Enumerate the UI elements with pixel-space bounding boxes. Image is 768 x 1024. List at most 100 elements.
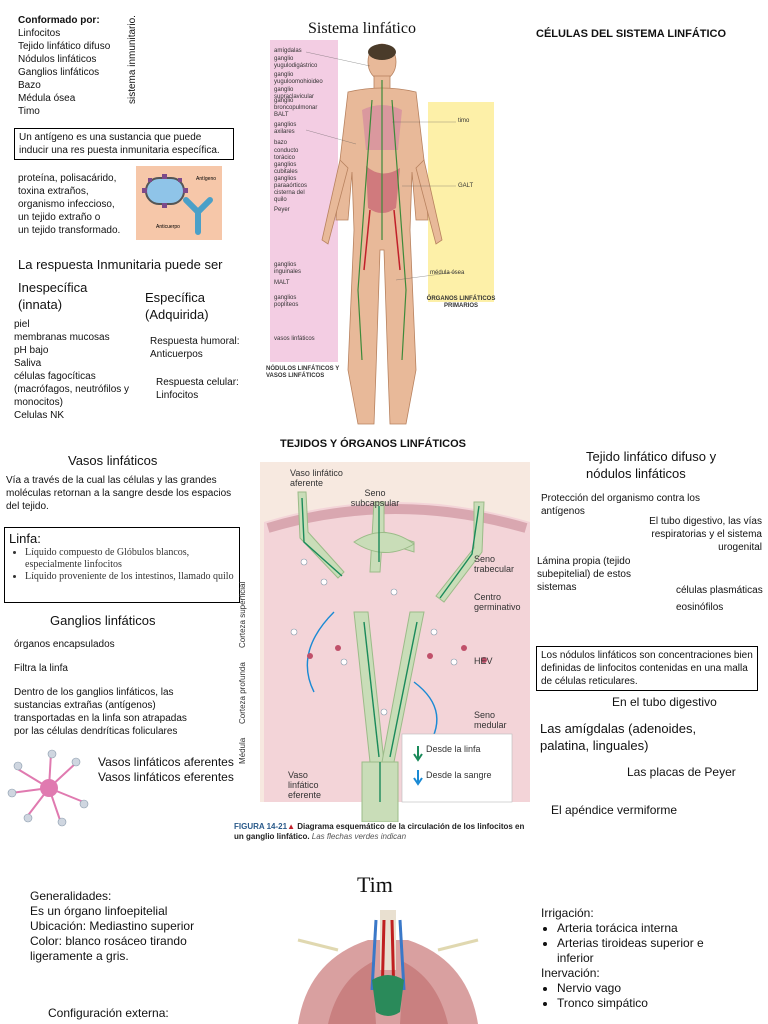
generalidades-item: Es un órgano linfoepitelial [30,904,168,918]
eosinofilos: eosinófilos [676,602,724,613]
difuso-title: Tejido linfático difuso y nódulos linfát… [586,449,717,481]
vaso-aferente-label: Vaso linfático aferente [290,468,343,488]
linfa-item: Líquido proveniente de los intestinos, l… [25,571,235,583]
proteccion: Protección del organismo contra los antí… [541,493,700,517]
linfa-box: Linfa: Líquido compuesto de Glóbulos bla… [4,527,240,603]
sl-label: ganglio supraclavicular [274,87,315,100]
amigdalas: Las amígdalas (adenoides, palatina, ling… [540,721,697,753]
dendritic-cell-image [6,748,92,828]
celular: Respuesta celular: Linfocitos [156,377,239,401]
sistema-linfatico-figure: amígdalas ganglio yugulodigástrico gangl… [266,40,498,432]
inervacion-item: Nervio vago [557,981,741,996]
caption-number: FIGURA 14-21 [234,822,288,831]
inervacion-title: Inervación: [541,966,600,980]
sl-label: amígdalas [274,48,302,54]
vasos-title: Vasos linfáticos [68,453,158,468]
conformado-item: Ganglios linfáticos [18,67,100,78]
lamina-propia: Lámina propia (tejido subepitelial) de e… [537,556,631,593]
sl-label: bazo [274,140,288,146]
galt-label: GALT [458,183,474,189]
irrigacion-title: Irrigación: [541,906,594,920]
sl-label: cisterna del quilo [274,190,305,203]
figure-caption: FIGURA 14-21▲ Diagrama esquemático de la… [234,822,525,841]
desde-sangre-label: Desde la sangre [426,770,492,780]
desde-linfa-label: Desde la linfa [426,744,481,754]
sl-label: ganglios cubitales [274,162,298,175]
configuracion: Configuración externa: [48,1006,169,1020]
inespecifica-title: Inespecífica (innata) [18,280,88,312]
seno-medular-label: Seno medular [474,710,507,730]
sistema-title: Sistema linfático [308,20,416,37]
medula-label-fig: Médula [238,737,247,764]
antigeno-list-item: un tejido transformado. [18,225,121,236]
conformado-title: Conformado por: [18,15,100,26]
conformado-item: Linfocitos [18,28,61,39]
linfa-item: Líquido compuesto de Glóbulos blancos, e… [25,547,235,571]
conformado-item: Tejido linfático difuso [18,41,111,52]
ganglios-title: Ganglios linfáticos [50,613,156,628]
ganglio-figure: Vaso linfático aferente Seno subcapsular… [234,462,530,850]
caption-text: Diagrama esquemático de la circulación d… [234,822,525,841]
caption-italic: Las flechas verdes indican [309,832,407,841]
inervacion-item: Tronco simpático [557,996,741,1011]
inespecifica-list: piel membranas mucosas pH bajo Saliva cé… [14,318,139,422]
sl-label: ganglio yuguloomohioideo [274,72,323,85]
conformado-block: Conformado por: Linfocitos Tejido linfát… [18,14,128,118]
irrigacion-item: Arteria torácica interna [557,921,741,936]
antigeno-list-item: toxina extraños, [18,186,89,197]
seno-subcapsular-label: Seno subcapsular [350,488,400,508]
centro-germinativo-label: Centro germinativo [474,592,521,612]
medula-label: médula ósea [430,270,465,276]
sl-label: MALT [274,280,290,286]
antigeno-list-item: proteína, polisacárido, [18,173,117,184]
aferentes: Vasos linfáticos aferentes [98,755,234,769]
anticuerpo-img-label: Anticuerpo [156,224,180,230]
vasos-desc: Vía a través de la cual las células y la… [6,475,232,512]
nodulos-definition: Los nódulos linfáticos son concentracion… [536,646,758,691]
tubo-digestivo: En el tubo digestivo [612,695,717,709]
corteza-prof-label: Corteza profunda [238,662,247,724]
sl-label: Peyer [274,207,290,213]
inespecifica-item: células fagocíticas (macrófagos, neutróf… [14,371,130,408]
nodulos-label: NÓDULOS LINFÁTICOS Y VASOS LINFÁTICOS [266,366,340,379]
sl-label: ganglios inguinales [274,262,302,275]
sl-label: ganglios paraaórticos [274,176,308,189]
antigeno-list: proteína, polisacárido, toxina extraños,… [18,172,138,237]
timo-label: timo [458,118,470,124]
plasmaticas: células plasmáticas [676,585,763,596]
eferentes: Vasos linfáticos eferentes [98,770,234,784]
tejidos-title: TEJIDOS Y ÓRGANOS LINFÁTICOS [280,438,467,450]
generalidades-title: Generalidades: [30,889,112,903]
sl-label: ganglio broncopulmonar [274,98,318,111]
tubo-vias: El tubo digestivo, las vías respiratoria… [649,516,762,553]
inespecifica-item: Celulas NK [14,410,65,421]
timo-figure [268,900,508,1024]
inespecifica-item: piel [14,319,30,330]
conformado-item: Bazo [18,80,41,91]
hev-label: HEV [474,656,493,666]
apendice: El apéndice vermiforme [551,803,678,817]
primarios-label: ÓRGANOS LINFÁTICOS PRIMARIOS [426,296,496,309]
timo-title: Tim [357,872,393,897]
vertical-label: sistema inmunitario. [127,15,138,104]
inespecifica-item: Saliva [14,358,42,369]
irrigacion-item: Arterias tiroideas superior e inferior [557,936,741,966]
conformado-item: Timo [18,106,40,117]
peyer: Las placas de Peyer [627,765,736,779]
sl-label: ganglio yugulodigástrico [274,56,318,69]
sl-label: conducto torácico [274,148,299,161]
vaso-eferente-label: Vaso linfático eferente [288,770,322,800]
sl-label: BALT [274,112,289,118]
inespecifica-item: membranas mucosas [14,332,110,343]
sl-label: ganglios poplíteos [274,295,299,308]
celulas-title: CÉLULAS DEL SISTEMA LINFÁTICO [536,28,727,40]
antigeno-list-item: organismo infeccioso, [18,199,115,210]
inespecifica-item: pH bajo [14,345,49,356]
antigeno-list-item: un tejido extraño o [18,212,101,223]
generalidades: Generalidades: Es un órgano linfoepiteli… [30,889,220,964]
sl-label: ganglios axilares [274,122,297,135]
conformado-item: Médula ósea [18,93,76,104]
corteza-sup-label: Corteza superficial [238,581,247,648]
conformado-item: Nódulos linfáticos [18,54,97,65]
irrigacion-block: Irrigación: Arteria torácica interna Art… [541,906,741,1011]
